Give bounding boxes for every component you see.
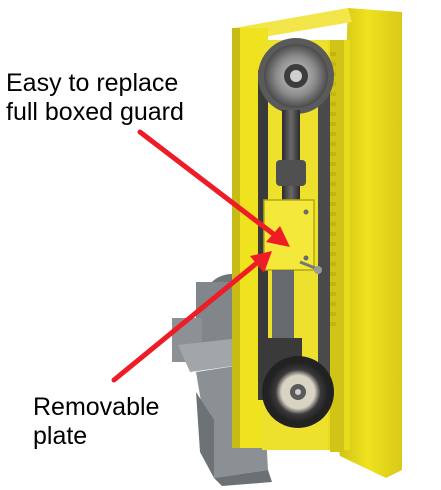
plate-caption: Removable plate bbox=[33, 393, 159, 451]
guard-caption-line-1: Easy to replace bbox=[6, 69, 179, 97]
sanding-belt bbox=[258, 70, 330, 400]
plate-caption-line-2: plate bbox=[33, 422, 88, 450]
guard-caption: Easy to replace full boxed guard bbox=[6, 69, 184, 127]
guard-caption-line-2: full boxed guard bbox=[6, 98, 184, 126]
platen-shaft bbox=[272, 270, 294, 350]
tension-shaft bbox=[276, 110, 306, 200]
drive-wheel bbox=[262, 338, 334, 428]
plate-caption-line-1: Removable bbox=[33, 393, 160, 421]
plate-pointer-arrow bbox=[111, 251, 272, 383]
guard-pointer-arrow bbox=[137, 129, 290, 247]
top-pulley bbox=[258, 38, 334, 114]
